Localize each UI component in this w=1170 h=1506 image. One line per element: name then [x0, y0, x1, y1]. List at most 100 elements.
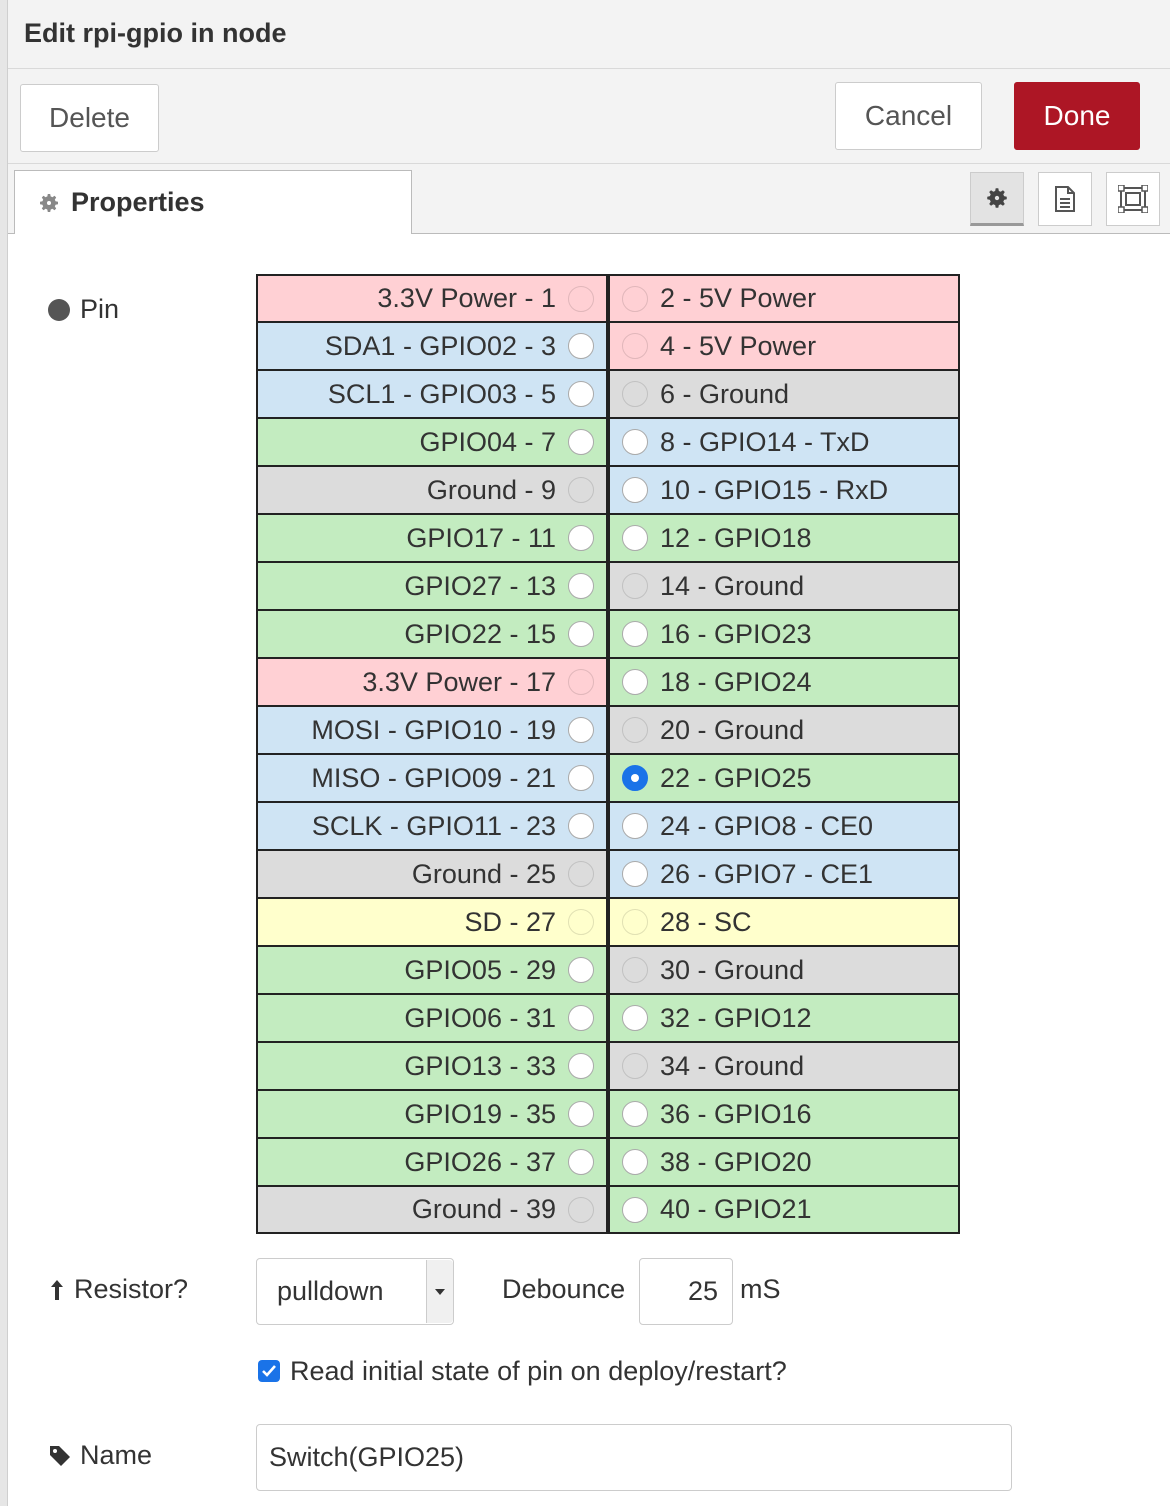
pin-radio[interactable] — [568, 429, 594, 455]
pin-radio — [622, 957, 648, 983]
pin-option[interactable]: 10 - GPIO15 - RxD — [608, 466, 960, 514]
pin-option-label: SD - 27 — [464, 906, 556, 937]
pin-option[interactable]: SCLK - GPIO11 - 23 — [256, 802, 608, 850]
tab-bar: Properties — [8, 164, 1170, 234]
pin-option[interactable]: GPIO26 - 37 — [256, 1138, 608, 1186]
pin-option[interactable]: GPIO17 - 11 — [256, 514, 608, 562]
pin-radio[interactable] — [568, 525, 594, 551]
pin-option-label: 14 - Ground — [660, 570, 805, 601]
pin-option[interactable]: GPIO27 - 13 — [256, 562, 608, 610]
name-input[interactable] — [256, 1424, 1012, 1491]
pin-option[interactable]: GPIO05 - 29 — [256, 946, 608, 994]
pin-radio[interactable] — [622, 1196, 648, 1223]
tab-description-button[interactable] — [1038, 172, 1092, 226]
tab-properties-label: Properties — [71, 187, 205, 217]
pin-radio[interactable] — [622, 525, 648, 551]
pin-radio[interactable] — [622, 813, 648, 839]
chevron-down-icon[interactable] — [426, 1260, 453, 1323]
pin-option[interactable]: 32 - GPIO12 — [608, 994, 960, 1042]
pin-radio[interactable] — [622, 1101, 648, 1127]
pin-option[interactable]: GPIO19 - 35 — [256, 1090, 608, 1138]
pin-option[interactable]: 40 - GPIO21 — [608, 1186, 960, 1234]
pin-radio[interactable] — [622, 477, 648, 503]
resistor-select-value: pulldown — [277, 1276, 384, 1306]
pin-option[interactable]: 22 - GPIO25 — [608, 754, 960, 802]
pin-option-label: GPIO22 - 15 — [404, 618, 556, 649]
pin-option[interactable]: SDA1 - GPIO02 - 3 — [256, 322, 608, 370]
pin-radio[interactable] — [622, 429, 648, 455]
pin-option[interactable]: MISO - GPIO09 - 21 — [256, 754, 608, 802]
pin-option-label: 26 - GPIO7 - CE1 — [660, 858, 874, 889]
debounce-input[interactable] — [639, 1258, 733, 1325]
pin-radio[interactable] — [568, 1101, 594, 1127]
resistor-select[interactable]: pulldown — [256, 1258, 454, 1325]
pin-radio[interactable] — [568, 717, 594, 743]
pin-radio[interactable] — [568, 621, 594, 647]
pin-option-label: GPIO27 - 13 — [404, 570, 556, 601]
pin-radio[interactable] — [568, 1149, 594, 1175]
pin-row: 3.3V Power - 17 18 - GPIO24 — [256, 658, 960, 706]
pin-radio[interactable] — [568, 765, 594, 791]
pin-option[interactable]: GPIO04 - 7 — [256, 418, 608, 466]
read-initial-checkbox[interactable] — [258, 1360, 280, 1382]
resistor-row-label: Resistor? — [48, 1274, 188, 1305]
pin-option[interactable]: 38 - GPIO20 — [608, 1138, 960, 1186]
dialog-titlebar: Edit rpi-gpio in node — [8, 0, 1170, 69]
pin-radio — [622, 381, 648, 407]
pin-option[interactable]: GPIO13 - 33 — [256, 1042, 608, 1090]
pin-option[interactable]: 36 - GPIO16 — [608, 1090, 960, 1138]
pin-option-label: GPIO13 - 33 — [404, 1050, 556, 1081]
pin-radio[interactable] — [622, 765, 648, 791]
pin-radio[interactable] — [568, 957, 594, 983]
pin-row: GPIO27 - 13 14 - Ground — [256, 562, 960, 610]
gear-icon — [40, 193, 58, 212]
pin-option: 30 - Ground — [608, 946, 960, 994]
pin-label: Pin — [80, 294, 120, 324]
tab-appearance-button[interactable] — [1106, 172, 1160, 226]
pin-radio[interactable] — [568, 381, 594, 407]
pin-option[interactable]: SCL1 - GPIO03 - 5 — [256, 370, 608, 418]
pin-option[interactable]: MOSI - GPIO10 - 19 — [256, 706, 608, 754]
circle-icon — [48, 298, 70, 321]
pin-radio[interactable] — [622, 1149, 648, 1175]
pin-radio[interactable] — [568, 813, 594, 839]
pin-row: GPIO26 - 37 38 - GPIO20 — [256, 1138, 960, 1186]
pin-option[interactable]: GPIO22 - 15 — [256, 610, 608, 658]
pin-radio[interactable] — [568, 333, 594, 359]
pin-radio[interactable] — [622, 621, 648, 647]
pin-radio[interactable] — [622, 861, 648, 887]
done-button[interactable]: Done — [1014, 82, 1140, 150]
pin-option[interactable]: 26 - GPIO7 - CE1 — [608, 850, 960, 898]
pin-radio[interactable] — [622, 669, 648, 695]
pin-option-label: GPIO06 - 31 — [404, 1002, 556, 1033]
pin-option[interactable]: 16 - GPIO23 — [608, 610, 960, 658]
cancel-button[interactable]: Cancel — [835, 82, 982, 150]
pin-option-label: GPIO26 - 37 — [404, 1146, 556, 1177]
delete-button[interactable]: Delete — [20, 84, 159, 152]
pin-radio[interactable] — [568, 1053, 594, 1079]
pin-option-label: 10 - GPIO15 - RxD — [660, 474, 889, 505]
pin-option: 3.3V Power - 1 — [256, 274, 608, 322]
pin-radio — [568, 477, 594, 503]
pin-option[interactable]: 12 - GPIO18 — [608, 514, 960, 562]
pin-option[interactable]: 18 - GPIO24 — [608, 658, 960, 706]
pin-option: 6 - Ground — [608, 370, 960, 418]
tab-settings-button[interactable] — [970, 172, 1024, 226]
pin-option[interactable]: GPIO06 - 31 — [256, 994, 608, 1042]
read-initial-label: Read initial state of pin on deploy/rest… — [290, 1356, 787, 1386]
tab-properties[interactable]: Properties — [14, 170, 412, 234]
pin-option-label: 38 - GPIO20 — [660, 1146, 812, 1177]
pin-option[interactable]: 8 - GPIO14 - TxD — [608, 418, 960, 466]
pin-radio[interactable] — [568, 573, 594, 599]
pin-option[interactable]: 24 - GPIO8 - CE0 — [608, 802, 960, 850]
pin-option-label: 3.3V Power - 17 — [362, 666, 556, 697]
pin-radio[interactable] — [568, 1005, 594, 1031]
frame-icon — [1118, 185, 1148, 213]
pin-radio — [622, 909, 648, 935]
pin-radio[interactable] — [622, 1005, 648, 1031]
pin-option-label: 22 - GPIO25 — [660, 762, 812, 793]
